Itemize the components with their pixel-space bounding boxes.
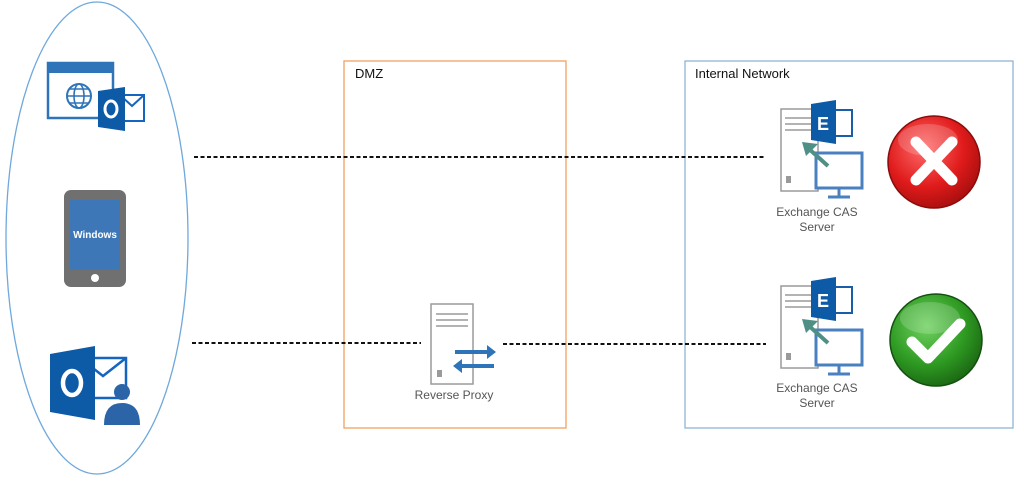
- client-group-ellipse: [5, 1, 189, 475]
- svg-text:E: E: [817, 291, 829, 311]
- exchange-server-icon: E: [780, 100, 864, 199]
- cas-bottom-label-line1: Exchange CAS: [776, 381, 858, 395]
- exchange-server-icon: E: [780, 277, 864, 376]
- windows-phone-icon: Windows: [64, 190, 126, 287]
- cas-top-label-line1: Exchange CAS: [776, 205, 858, 219]
- allowed-icon: [889, 293, 983, 387]
- cas-top-label-line2: Server: [799, 220, 835, 234]
- web-outlook-icon: [46, 61, 145, 131]
- phone-screen-label: Windows: [73, 230, 117, 241]
- svg-text:E: E: [817, 114, 829, 134]
- dmz-zone: [343, 60, 567, 429]
- reverse-proxy-icon: [430, 303, 496, 385]
- cas-bottom-label-line2: Server: [799, 396, 835, 410]
- blocked-icon: [887, 115, 981, 209]
- internal-network-title: Internal Network: [695, 66, 790, 81]
- dmz-title: DMZ: [355, 66, 384, 81]
- internal-network-zone: [684, 60, 1014, 429]
- reverse-proxy-label: Reverse Proxy: [414, 388, 494, 402]
- outlook-user-icon: [50, 346, 140, 425]
